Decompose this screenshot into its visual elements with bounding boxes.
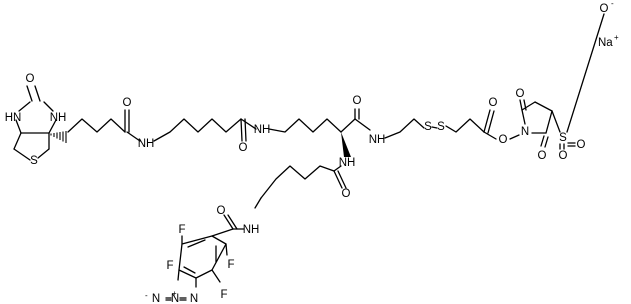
biotin-ring-bonds bbox=[13, 85, 57, 161]
benzamide-bonds bbox=[211, 214, 245, 237]
disulfide-sulfur-1-label: S bbox=[424, 121, 432, 133]
amide-nh-1-label: NH bbox=[138, 138, 155, 150]
biotin-carbonyl-oxygen-label: O bbox=[26, 73, 35, 85]
sulfonate-bonds bbox=[559, 13, 605, 150]
stereo-hash-bond bbox=[50, 131, 67, 143]
stereo-wedge-bond bbox=[341, 132, 351, 157]
amide-nh-4-label: NH bbox=[243, 224, 260, 236]
aminocaproyl-chain-bonds bbox=[153, 118, 257, 142]
amide-oxygen-4-label: O bbox=[342, 188, 351, 200]
amide-nh-3-label: NH bbox=[369, 134, 386, 146]
succinimide-oxygen-top-label: O bbox=[516, 88, 525, 100]
ester-oxygen-label: O bbox=[499, 134, 508, 146]
sodium-counterion-label: Na bbox=[598, 37, 613, 49]
sulfonate-oxygen-anion-label: O bbox=[600, 3, 609, 15]
alpha-amide-nh-label: NH bbox=[339, 157, 356, 169]
azide-minus-charge: - bbox=[145, 291, 148, 300]
disulfide-sulfur-2-label: S bbox=[437, 121, 445, 133]
fluorine-2-label: F bbox=[166, 260, 173, 272]
atom-label-layer: O HN NH S O NH O NH O NH S S O O N O O S… bbox=[5, 0, 619, 304]
sulfonate-oxygen-bottom-label: O bbox=[559, 150, 568, 162]
succinimide-oxygen-bottom-label: O bbox=[538, 150, 547, 162]
succinimide-nitrogen-label: N bbox=[521, 126, 529, 138]
biotin-sulfur-label: S bbox=[30, 155, 38, 167]
benzamide-oxygen-label: O bbox=[217, 205, 226, 217]
biotin-nh-label: NH bbox=[50, 112, 67, 124]
azide-nitrogen-1-label: N bbox=[152, 293, 160, 304]
fluorine-4-label: F bbox=[220, 289, 227, 301]
ester-carbonyl-oxygen-label: O bbox=[489, 97, 498, 109]
azide-plus-charge: + bbox=[172, 289, 177, 298]
fluorine-3-label: F bbox=[227, 259, 234, 271]
disulfide-linker-bonds bbox=[384, 109, 497, 140]
amide-oxygen-1-label: O bbox=[123, 97, 132, 109]
azide-nitrogen-3-label: N bbox=[190, 293, 198, 304]
oxygen-minus-charge: - bbox=[611, 0, 614, 8]
sulfonate-sulfur-label: S bbox=[559, 132, 567, 144]
sulfonate-oxygen-right-label: O bbox=[577, 139, 586, 151]
fluorine-1-label: F bbox=[178, 224, 185, 236]
sodium-plus-charge: + bbox=[614, 33, 619, 42]
lysine-chain-bonds bbox=[268, 118, 342, 133]
biotin-hn-label: HN bbox=[5, 112, 22, 124]
succinimide-ring-bonds bbox=[509, 99, 561, 148]
amide-oxygen-2-label: O bbox=[239, 142, 248, 154]
azide-nitrogen-2-label: N bbox=[171, 293, 179, 304]
amide-oxygen-3-label: O bbox=[353, 95, 362, 107]
tetrafluorophenyl-ring-bonds bbox=[177, 235, 228, 288]
lower-aminocaproyl-chain-bonds bbox=[254, 165, 347, 209]
amide-nh-2-label: NH bbox=[254, 124, 271, 136]
valeric-chain-bonds bbox=[67, 109, 141, 142]
bond-layer bbox=[13, 13, 605, 301]
lysine-carbonyl-bonds bbox=[340, 108, 371, 133]
azide-bonds bbox=[165, 297, 187, 301]
